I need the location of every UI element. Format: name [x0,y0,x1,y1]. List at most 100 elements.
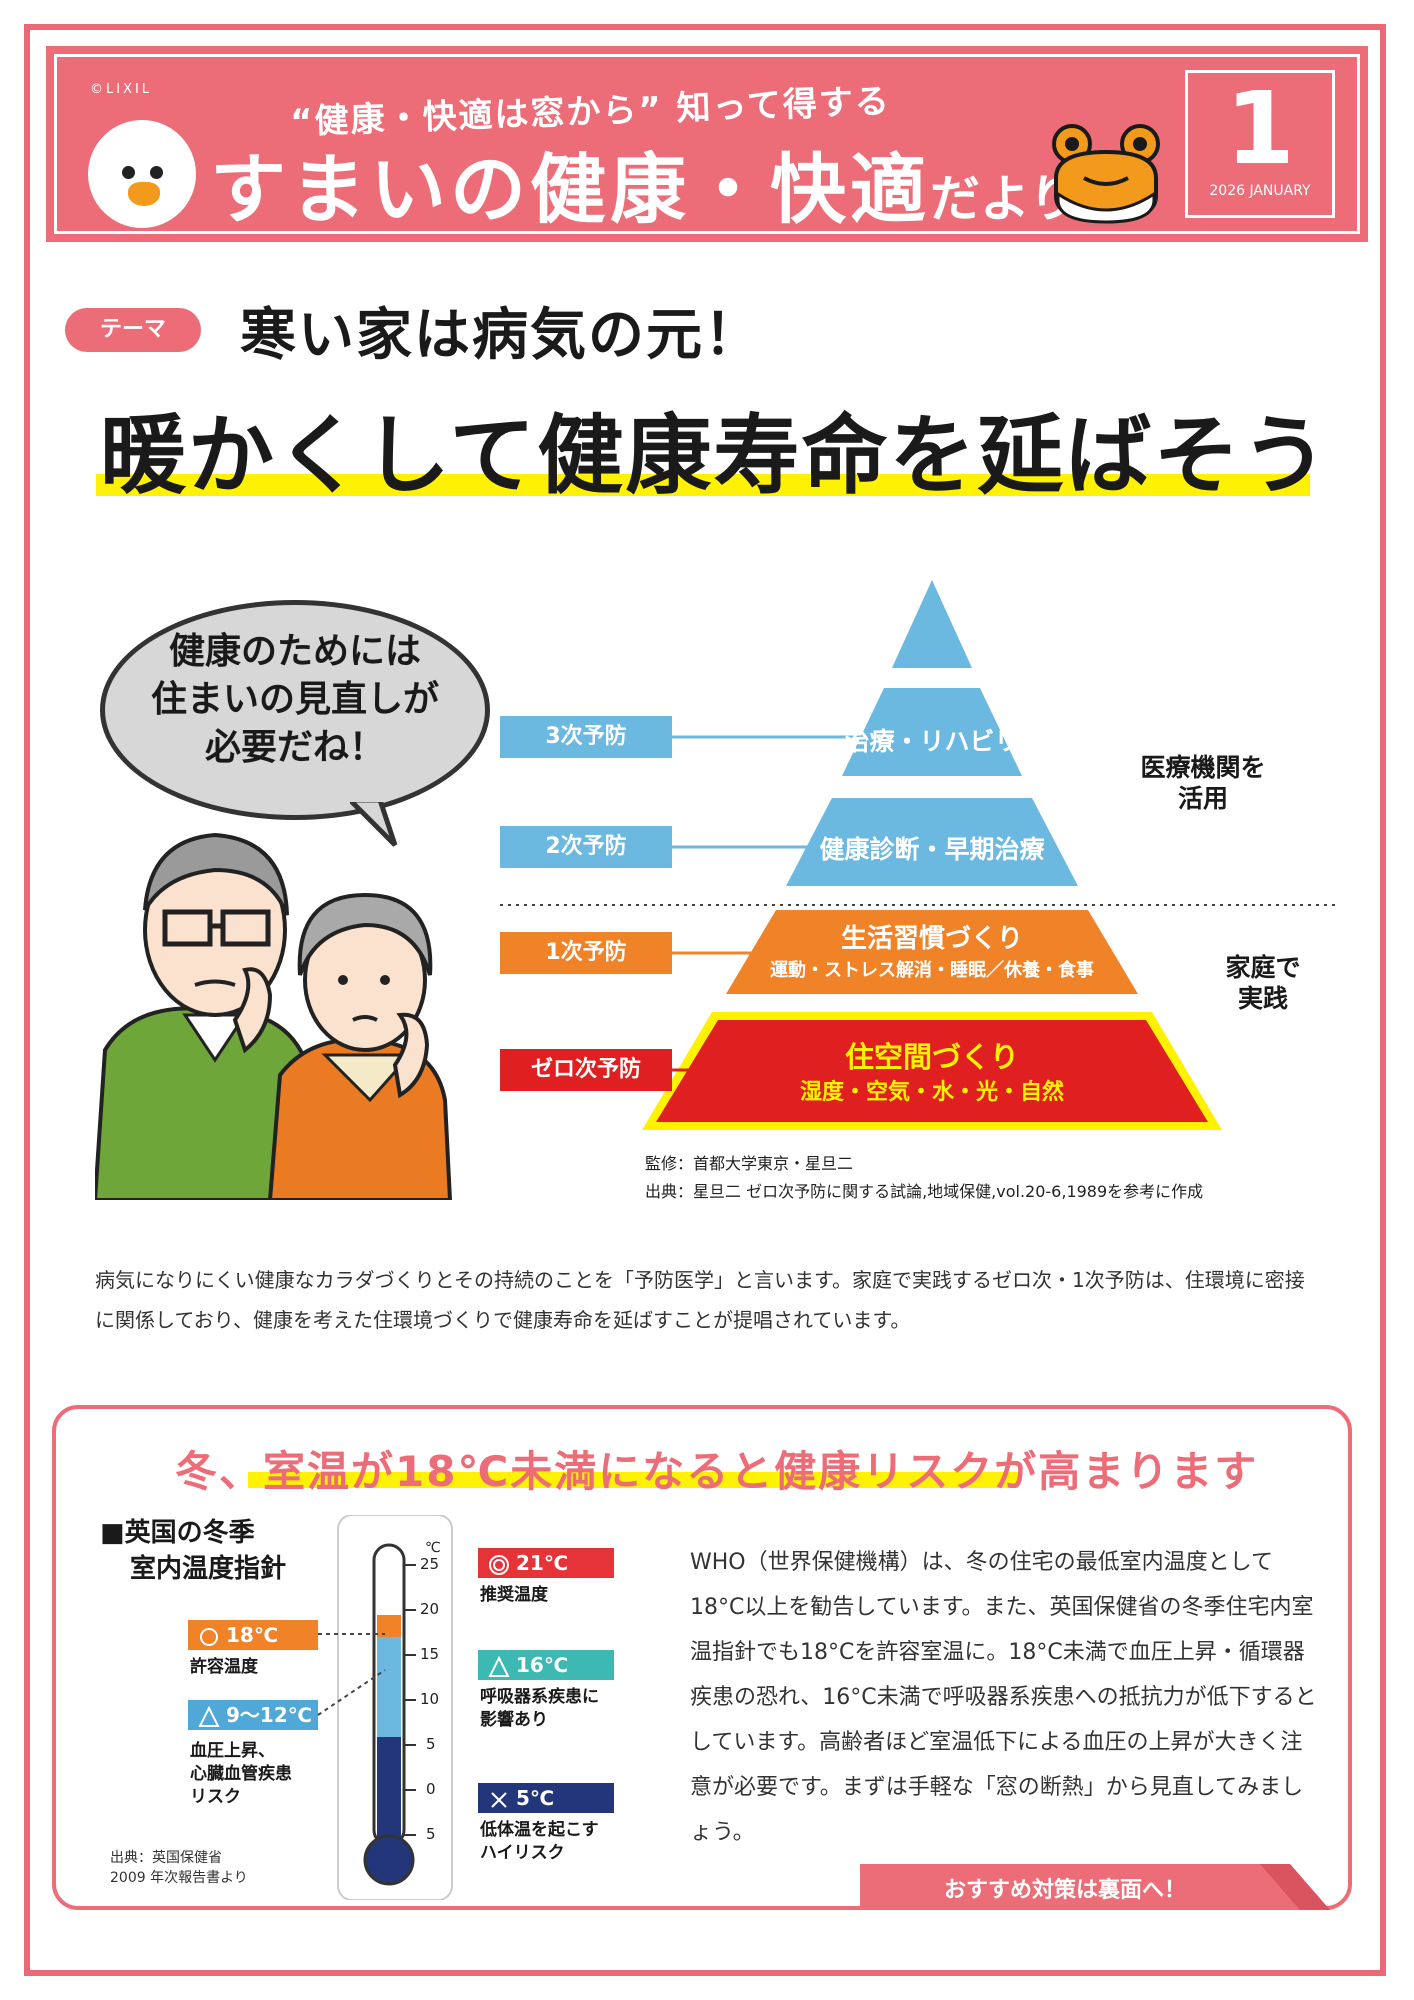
source-line: 出典：英国保健省 [110,1850,222,1866]
elderly-couple-illustration [95,832,453,1200]
note-line: 低体温を起こす [480,1820,599,1840]
bubble-line: 健康のためには [168,631,421,672]
issue-box: 1 2026 JANUARY [1185,70,1335,218]
tag-text: 21℃ [516,1551,569,1575]
who-paragraph: WHO（世界保健機構）は、冬の住宅の最低室内温度として18°C以上を勧告していま… [690,1550,1317,1845]
tag-note-9-12c: 血圧上昇、 心臓血管疾患 リスク [190,1740,292,1809]
tag-text: 18℃ [226,1623,279,1647]
uk-title-line: ■英国の冬季 [100,1518,255,1548]
tier-label-secondary: 2次予防 [500,826,672,868]
header-inner-border [54,54,1360,234]
chick-mascot-icon [88,120,196,228]
tier-label-zero: ゼロ次予防 [500,1049,672,1091]
tier-title-primary: 生活習慣づくり [840,924,1023,954]
tag-note-16c: 呼吸器系疾患に 影響あり [480,1686,599,1732]
tier-title-zero: 住空間づくり [844,1040,1019,1074]
risk-title-highlight [248,1472,1018,1488]
theme-badge: テーマ [65,308,201,352]
scale-tick: 20 [420,1600,440,1618]
note-line: 血圧上昇、 [190,1741,275,1761]
note-line: 許容温度 [190,1657,258,1677]
thermometer [337,1515,453,1900]
thermo-unit: ℃ [425,1540,441,1556]
theme-headline: 寒い家は病気の元！ [240,303,762,368]
thermo-fill-orange [377,1615,401,1637]
tier-title-secondary: 健康診断・早期治療 [819,835,1045,864]
source-line: 2009 年次報告書より [110,1870,248,1886]
thermo-bulb [363,1834,415,1886]
note-line: 影響あり [480,1710,548,1730]
title-main: すまいの健康・快適 [210,145,930,234]
speech-bubble [100,600,490,820]
tag-note-18c: 許容温度 [190,1656,258,1679]
prevention-pyramid [500,580,1340,1130]
note-line: リスク [190,1787,241,1807]
scale-tick: 15 [420,1645,440,1663]
note-home: 家庭で 実践 [1208,952,1318,1014]
newsletter-title: すまいの健康・快適だより [210,128,1079,238]
cta-arrow-banner[interactable] [860,1864,1330,1910]
note-line: 活用 [1177,784,1228,813]
note-line: ハイリスク [480,1843,565,1863]
headline-highlight [96,474,1310,496]
issue-date: 2026 JANUARY [1209,183,1311,199]
tag-5c: 5℃ [478,1783,614,1813]
scale-tick: 0 [426,1780,436,1798]
note-line: 心臓血管疾患 [190,1764,292,1784]
bubble-line: 住まいの見直しが [150,679,439,720]
tag-text: 5℃ [516,1786,555,1810]
note-line: 呼吸器系疾患に [480,1687,599,1707]
tag-text: 16℃ [516,1653,569,1677]
pyramid-credit: 監修：首都大学東京・星旦二 出典：星旦二 ゼロ次予防に関する試論,地域保健,vo… [645,1150,1203,1206]
speech-bubble-tail [350,800,398,847]
thermo-fill-light [377,1637,401,1737]
note-medical: 医療機関を 活用 [1118,752,1288,814]
cross-icon [488,1789,510,1811]
tier-title-tertiary: 治療・リハビリ [844,727,1020,756]
tag-16c: 16℃ [478,1650,614,1680]
triangle-icon [198,1705,220,1728]
tier-label-primary: 1次予防 [500,932,672,974]
intro-paragraph: 病気になりにくい健康なカラダづくりとその持続のことを「予防医学」と言います。家庭… [95,1268,1305,1332]
cta-text[interactable]: おすすめ対策は裏面へ！ [943,1878,1186,1903]
tier-label-tertiary: 3次予防 [500,716,672,758]
tag-text: 9～12℃ [226,1703,312,1727]
copyright: ©LIXIL [90,82,153,97]
tag-connectors [317,1633,386,1716]
tier-sub-zero: 湿度・空気・水・光・自然 [799,1080,1064,1105]
risk-title: 冬、室温が18℃未満になると健康リスクが高まります [175,1447,1259,1496]
supervision: 監修：首都大学東京・星旦二 [645,1154,854,1173]
uk-title-line: 室内温度指針 [130,1554,287,1584]
pyramid-top [892,580,972,668]
tag-note-5c: 低体温を起こす ハイリスク [480,1819,599,1865]
scale-tick: 5 [426,1735,436,1753]
scale-tick: 25 [420,1555,440,1573]
tag-9-12c: 9～12℃ [188,1700,318,1730]
double-circle-icon [488,1554,510,1576]
issue-number: 1 [1225,70,1295,187]
scale-tick: 5 [426,1825,436,1843]
tier-sub-primary: 運動・ストレス解消・睡眠／休養・食事 [770,960,1094,981]
pyramid-source: 出典：星旦二 ゼロ次予防に関する試論,地域保健,vol.20-6,1989を参考… [645,1182,1204,1201]
note-line: 推奨温度 [480,1585,548,1605]
pyramid-tier-3 [842,688,1022,776]
frog-mascot-icon [1052,124,1160,224]
theme-main-headline: 暖かくして健康寿命を延ばそう [100,406,1330,506]
scale-tick: 10 [420,1690,440,1708]
tag-note-21c: 推奨温度 [480,1584,548,1607]
note-line: 実践 [1237,984,1288,1013]
pyramid-tier-2 [786,798,1078,886]
uk-source: 出典：英国保健省 2009 年次報告書より [110,1848,248,1888]
circle-icon [198,1626,220,1648]
note-line: 医療機関を [1140,753,1266,782]
pyramid-tier-1 [726,910,1138,994]
speech-bubble-text: 健康のためには 住まいの見直しが 必要だね！ [130,628,460,772]
uk-guideline-title: ■英国の冬季 室内温度指針 [100,1515,286,1587]
tag-21c: 21℃ [478,1548,614,1578]
triangle-icon [488,1655,510,1678]
page-frame [24,24,1386,1976]
tag-18c: 18℃ [188,1620,318,1650]
risk-section [52,1405,1352,1910]
bubble-line: 必要だね！ [204,727,385,768]
note-line: 家庭で [1225,953,1301,982]
